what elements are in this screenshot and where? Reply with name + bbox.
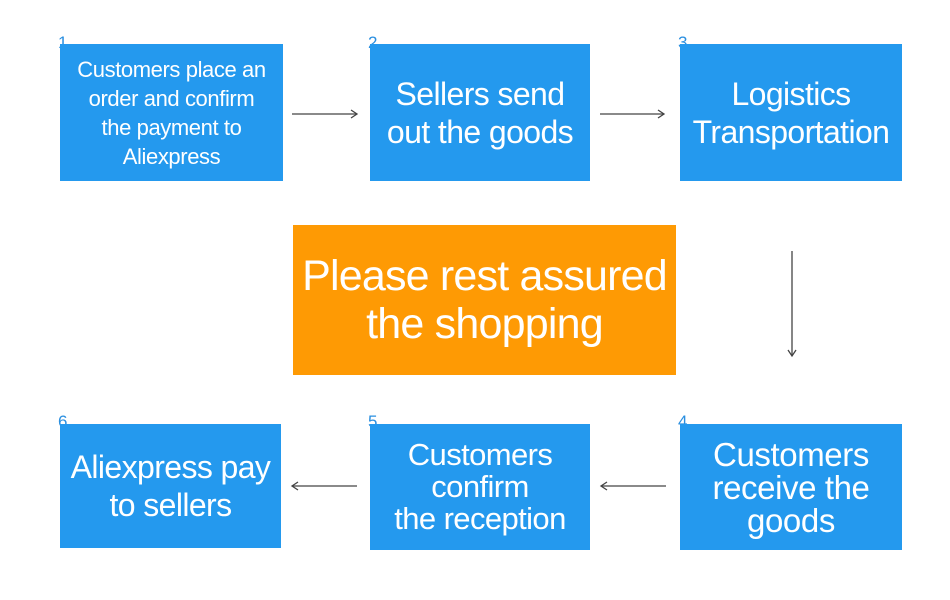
step-5-box: Customers confirm the reception [370,424,590,550]
center-message-box: Please rest assured the shopping [293,225,676,375]
arrow-step3-to-step4 [787,251,797,358]
step-5-number: 5 [368,412,378,431]
step-2-label: Sellers send out the goods [386,75,574,150]
step-1-label: Customers place an order and confirm the… [77,56,266,169]
arrow-step1-to-step2 [292,109,359,119]
step-4-label: Customers receive the goods [712,435,870,539]
step-3-box: Logistics Transportation [680,44,902,181]
step-3-number: 3 [678,33,688,52]
step-4-box: Customers receive the goods [680,424,902,550]
step-6-number: 6 [58,412,68,431]
step-6-box: Aliexpress pay to sellers [60,424,281,548]
step-1-number: 1 [58,33,68,52]
step-5-label: Customers confirm the reception [394,437,566,536]
arrow-step4-to-step5 [599,481,666,491]
center-message: Please rest assured the shopping [302,252,668,348]
step-2-number: 2 [368,33,378,52]
step-1-box: Customers place an order and confirm the… [60,44,283,181]
step-3-label: Logistics Transportation [692,75,890,150]
step-2-box: Sellers send out the goods [370,44,590,181]
arrow-step2-to-step3 [600,109,666,119]
step-6-label: Aliexpress pay to sellers [70,449,271,523]
step-4-number: 4 [678,412,688,431]
arrow-step5-to-step6 [290,481,357,491]
